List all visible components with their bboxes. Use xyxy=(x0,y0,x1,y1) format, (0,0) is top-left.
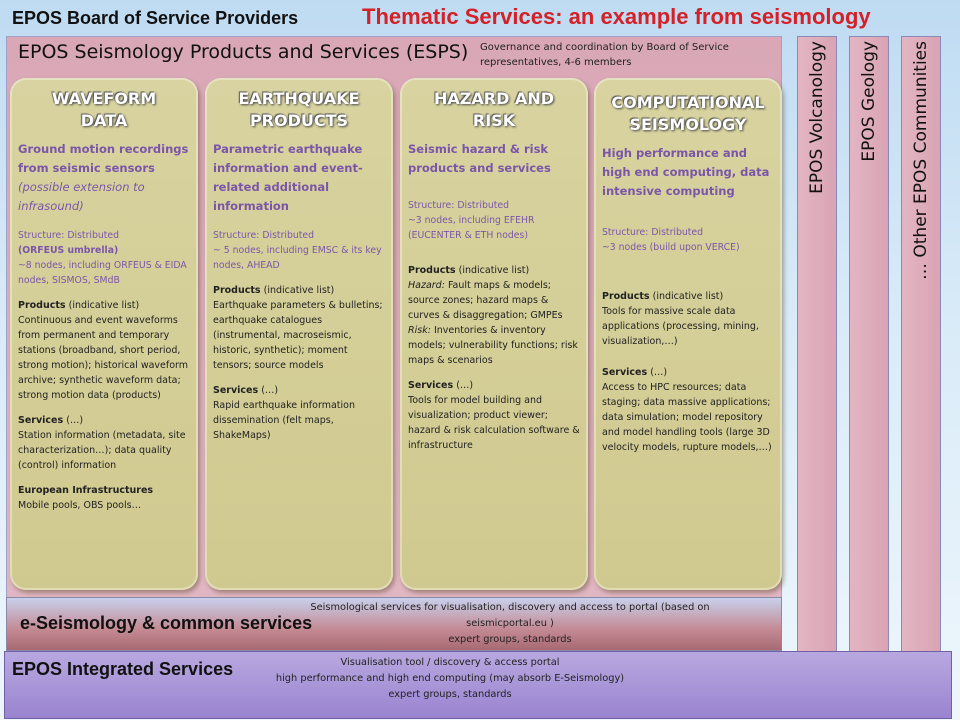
card-structure: Structure: Distributed ~ 5 nodes, includ… xyxy=(213,230,382,271)
card-waveform-data: WAVEFORM DATA Ground motion recordings f… xyxy=(10,78,198,590)
card-earthquake-products: EARTHQUAKE PRODUCTS Parametric earthquak… xyxy=(205,78,393,590)
card-products: Products (indicative list) Hazard: Fault… xyxy=(408,265,578,366)
card-services: Services (…) Station information (metada… xyxy=(18,415,186,471)
card-european-infrastructures: European Infrastructures Mobile pools, O… xyxy=(18,485,154,511)
card-products: Products (indicative list) Tools for mas… xyxy=(602,291,759,347)
thematic-services-title: Thematic Services: an example from seism… xyxy=(362,4,871,29)
e-seismology-title: e-Seismology & common services xyxy=(20,613,313,633)
card-products: Products (indicative list) Earthquake pa… xyxy=(213,285,383,371)
card-computational-seismology: COMPUTATIONAL SEISMOLOGY High performanc… xyxy=(594,78,782,590)
side-column-volcanology: EPOS Volcanology xyxy=(797,36,837,718)
card-structure: Structure: Distributed (ORFEUS umbrella)… xyxy=(18,230,187,286)
card-structure: Structure: Distributed ~3 nodes, includi… xyxy=(408,200,535,241)
side-column-label: EPOS Geology xyxy=(859,41,879,162)
e-seismology-panel xyxy=(6,597,782,651)
card-title: HAZARD AND RISK xyxy=(434,89,554,130)
integrated-services-description: Visualisation tool / discovery & access … xyxy=(275,657,625,700)
card-title: EARTHQUAKE PRODUCTS xyxy=(238,89,360,130)
card-lead: High performance and high end computing,… xyxy=(602,146,770,198)
card-services: Services (…) Tools for model building an… xyxy=(408,380,580,451)
side-column-other-communities: … Other EPOS Communities xyxy=(901,36,941,718)
card-lead: Parametric earthquake information and ev… xyxy=(213,142,363,213)
card-services: Services (…) Access to HPC resources; da… xyxy=(602,367,772,453)
board-title: EPOS Board of Service Providers xyxy=(12,8,299,28)
integrated-services-panel xyxy=(4,651,952,719)
card-products: Products (indicative list) Continuous an… xyxy=(18,300,189,401)
card-lead: Seismic hazard & risk products and servi… xyxy=(408,142,551,175)
side-column-label: … Other EPOS Communities xyxy=(911,41,931,281)
esps-governance-note: Governance and coordination by Board of … xyxy=(480,42,729,68)
card-lead: Ground motion recordings from seismic se… xyxy=(18,142,189,213)
card-hazard-and-risk: HAZARD AND RISK Seismic hazard & risk pr… xyxy=(400,78,588,590)
side-column-geology: EPOS Geology xyxy=(849,36,889,718)
card-title: COMPUTATIONAL SEISMOLOGY xyxy=(611,93,765,134)
e-seismology-description: Seismological services for visualisation… xyxy=(310,602,710,645)
card-title: WAVEFORM DATA xyxy=(51,89,157,130)
integrated-services-title: EPOS Integrated Services xyxy=(12,659,234,679)
esps-title: EPOS Seismology Products and Services (E… xyxy=(18,41,469,63)
side-column-label: EPOS Volcanology xyxy=(807,41,827,194)
card-services: Services (…) Rapid earthquake informatio… xyxy=(213,385,355,441)
card-structure: Structure: Distributed ~3 nodes (build u… xyxy=(602,227,740,253)
